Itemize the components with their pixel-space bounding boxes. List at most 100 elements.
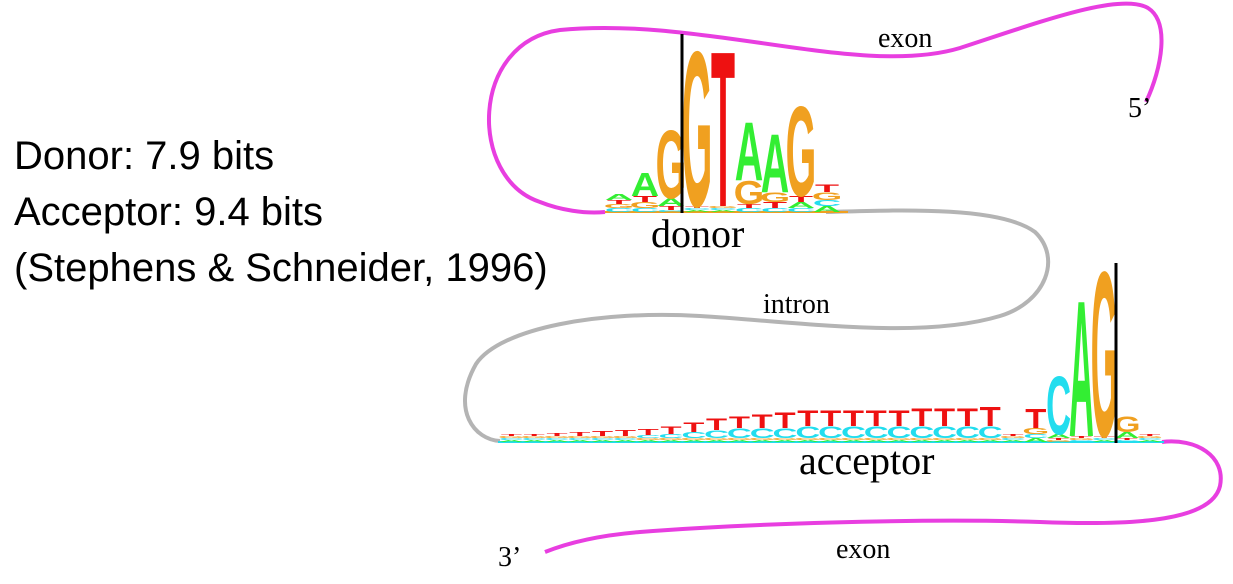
donor-letter-C: C: [605, 207, 633, 213]
donor-letter-A: A: [631, 166, 659, 203]
acceptor-letter-A: A: [955, 440, 980, 443]
acceptor-letter-C: C: [1001, 438, 1026, 441]
acceptor-letter-T: T: [980, 401, 1001, 432]
acceptor-letter-G: G: [589, 436, 616, 439]
acceptor-letter-T: T: [843, 407, 864, 431]
acceptor-letter-G: G: [886, 438, 913, 441]
acceptor-letter-G: G: [680, 438, 707, 441]
donor-letter-G: G: [604, 203, 635, 209]
acceptor-letter-G: G: [908, 438, 935, 441]
acceptor-letter-C: C: [887, 423, 912, 442]
acceptor-letter-A: A: [1069, 261, 1094, 478]
acceptor-letter-G: G: [1045, 440, 1072, 443]
intron-label: intron: [763, 289, 830, 320]
acceptor-letter-T: T: [638, 428, 660, 437]
acceptor-letter-A: A: [613, 440, 638, 443]
acceptor-letter-A: A: [1115, 431, 1140, 440]
acceptor-letter-A: A: [909, 440, 934, 443]
donor-letter-A: A: [787, 201, 815, 210]
acceptor-letter-T: T: [1139, 434, 1160, 437]
acceptor-letter-G: G: [977, 438, 1004, 441]
acceptor-letter-A: A: [1092, 440, 1117, 443]
acceptor-letter-G: G: [931, 438, 958, 441]
donor-letter-C: C: [761, 207, 789, 213]
donor-letter-T: T: [763, 201, 788, 210]
acceptor-letter-T: T: [911, 404, 933, 431]
acceptor-letter-C: C: [1023, 433, 1048, 439]
acceptor-letter-G: G: [817, 438, 844, 441]
acceptor-letter-T: T: [592, 430, 613, 438]
acceptor-letter-T: T: [752, 411, 773, 433]
citation: (Stephens & Schneider, 1996): [14, 246, 548, 290]
exon-strand-3prime: [544, 439, 1223, 554]
acceptor-letter-C: C: [704, 428, 729, 440]
acceptor-letter-C: C: [499, 438, 524, 441]
acceptor-letter-G: G: [863, 438, 890, 441]
donor-letter-G: G: [812, 190, 843, 202]
donor-letter-C: C: [631, 207, 659, 213]
acceptor-letter-C: C: [1092, 438, 1117, 441]
acceptor-letter-T: T: [888, 407, 909, 431]
acceptor-letter-C: C: [659, 433, 684, 439]
donor-letter-A: A: [735, 105, 763, 198]
acceptor-letter-C: C: [1137, 438, 1162, 441]
acceptor-letter-G: G: [1000, 436, 1027, 439]
donor-letter-C: C: [735, 207, 763, 213]
acceptor-letter-A: A: [727, 440, 752, 443]
acceptor-letter-A: A: [1137, 440, 1162, 443]
donor-letter-T: T: [815, 182, 839, 194]
donor-information-content: Donor: 7.9 bits: [14, 134, 275, 178]
acceptor-letter-A: A: [978, 440, 1003, 443]
acceptor-information-content: Acceptor: 9.4 bits: [14, 190, 324, 234]
acceptor-letter-G: G: [794, 438, 821, 441]
acceptor-letter-C: C: [841, 423, 866, 442]
donor-letter-G: G: [682, 5, 713, 253]
acceptor-letter-C: C: [750, 425, 775, 441]
acceptor-sequence-logo: ACGTACGTACGTACGTACGTACGTAGCTAGCTAGCTAGCT…: [498, 222, 1163, 486]
donor-letter-T: T: [737, 203, 761, 209]
acceptor-letter-C: C: [818, 423, 843, 442]
donor-letter-C: C: [657, 210, 685, 213]
acceptor-letter-G: G: [544, 436, 571, 439]
acceptor-letter-T: T: [569, 431, 590, 437]
acceptor-letter-C: C: [613, 438, 638, 441]
acceptor-letter-C: C: [1069, 440, 1094, 443]
acceptor-label: acceptor: [799, 438, 934, 483]
donor-letter-A: A: [761, 117, 789, 210]
acceptor-letter-C: C: [864, 423, 889, 442]
acceptor-letter-T: T: [1071, 436, 1092, 439]
acceptor-letter-A: A: [636, 440, 661, 443]
acceptor-letter-T: T: [501, 434, 522, 437]
donor-letter-A: A: [813, 205, 841, 214]
acceptor-letter-A: A: [681, 440, 706, 443]
acceptor-letter-A: A: [1023, 437, 1048, 443]
donor-letter-T: T: [685, 206, 709, 209]
acceptor-letter-T: T: [706, 415, 728, 434]
acceptor-letter-C: C: [522, 438, 547, 441]
donor-letter-G: G: [760, 190, 791, 206]
acceptor-letter-T: T: [774, 409, 795, 433]
donor-letter-T: T: [659, 205, 683, 211]
donor-letter-C: C: [787, 207, 815, 213]
acceptor-letter-C: C: [795, 423, 820, 442]
acceptor-letter-A: A: [932, 440, 957, 443]
acceptor-letter-T: T: [1002, 434, 1023, 437]
donor-letter-C: C: [813, 199, 841, 208]
acceptor-letter-T: T: [820, 407, 841, 431]
acceptor-letter-G: G: [1114, 413, 1141, 437]
acceptor-letter-G: G: [566, 436, 593, 439]
three-prime-label: 3’: [498, 542, 521, 573]
acceptor-letter-T: T: [524, 434, 545, 437]
acceptor-letter-T: T: [615, 429, 637, 438]
donor-letter-T: T: [633, 195, 658, 204]
acceptor-letter-G: G: [703, 438, 730, 441]
acceptor-letter-A: A: [567, 440, 592, 443]
intron-strand: [463, 208, 1051, 443]
acceptor-letter-G: G: [1091, 222, 1118, 486]
acceptor-letter-A: A: [795, 440, 820, 443]
donor-letter-A: A: [683, 210, 711, 213]
acceptor-letter-A: A: [750, 440, 775, 443]
donor-letter-G: G: [630, 201, 661, 210]
acceptor-letter-T: T: [660, 424, 682, 436]
